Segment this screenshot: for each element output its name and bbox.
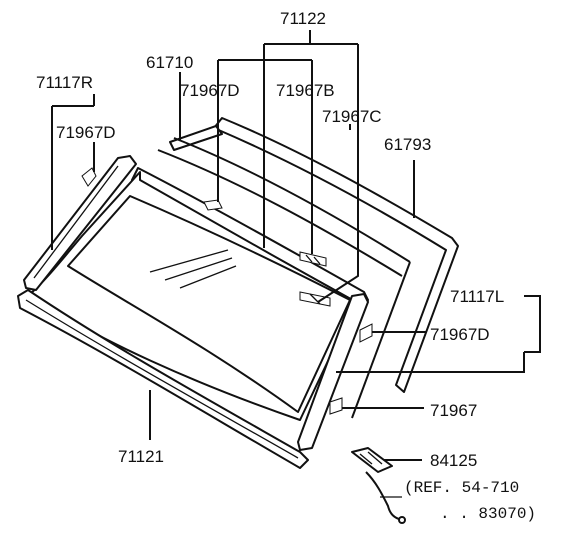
callout-labels: 71122 61710 71117R 71967D 71967B 71967C … — [36, 9, 536, 523]
clip-71967D-left — [81, 167, 97, 187]
clip-71967B — [299, 251, 327, 267]
label-71122: 71122 — [280, 9, 326, 28]
spacer-61710 — [157, 137, 411, 419]
reference-line-1: (REF. 54-710 — [404, 479, 519, 497]
clip-71967D-top — [203, 199, 223, 211]
label-71121: 71121 — [118, 447, 164, 466]
leader-lines — [51, 30, 541, 498]
reference-line-2: . . 83070) — [440, 505, 536, 523]
side-molding-71117L — [297, 293, 369, 451]
molding-61793 — [169, 117, 459, 393]
label-71967: 71967 — [430, 401, 477, 420]
label-61710: 61710 — [146, 53, 193, 72]
clip-71967D-right — [359, 323, 373, 343]
label-71967D-top: 71967D — [180, 81, 240, 100]
label-71117L: 71117L — [450, 287, 504, 306]
label-71117R: 71117R — [36, 73, 93, 92]
label-71967D-right: 71967D — [430, 325, 490, 344]
label-71967C: 71967C — [322, 107, 382, 126]
label-84125: 84125 — [430, 451, 477, 470]
clip-71967 — [329, 397, 343, 415]
sensor-84125 — [351, 447, 406, 524]
lower-molding-71121 — [17, 289, 309, 469]
label-71967B: 71967B — [276, 81, 335, 100]
label-71967D-left: 71967D — [56, 123, 116, 142]
label-61793: 61793 — [384, 135, 431, 154]
side-molding-71117R — [23, 155, 137, 291]
